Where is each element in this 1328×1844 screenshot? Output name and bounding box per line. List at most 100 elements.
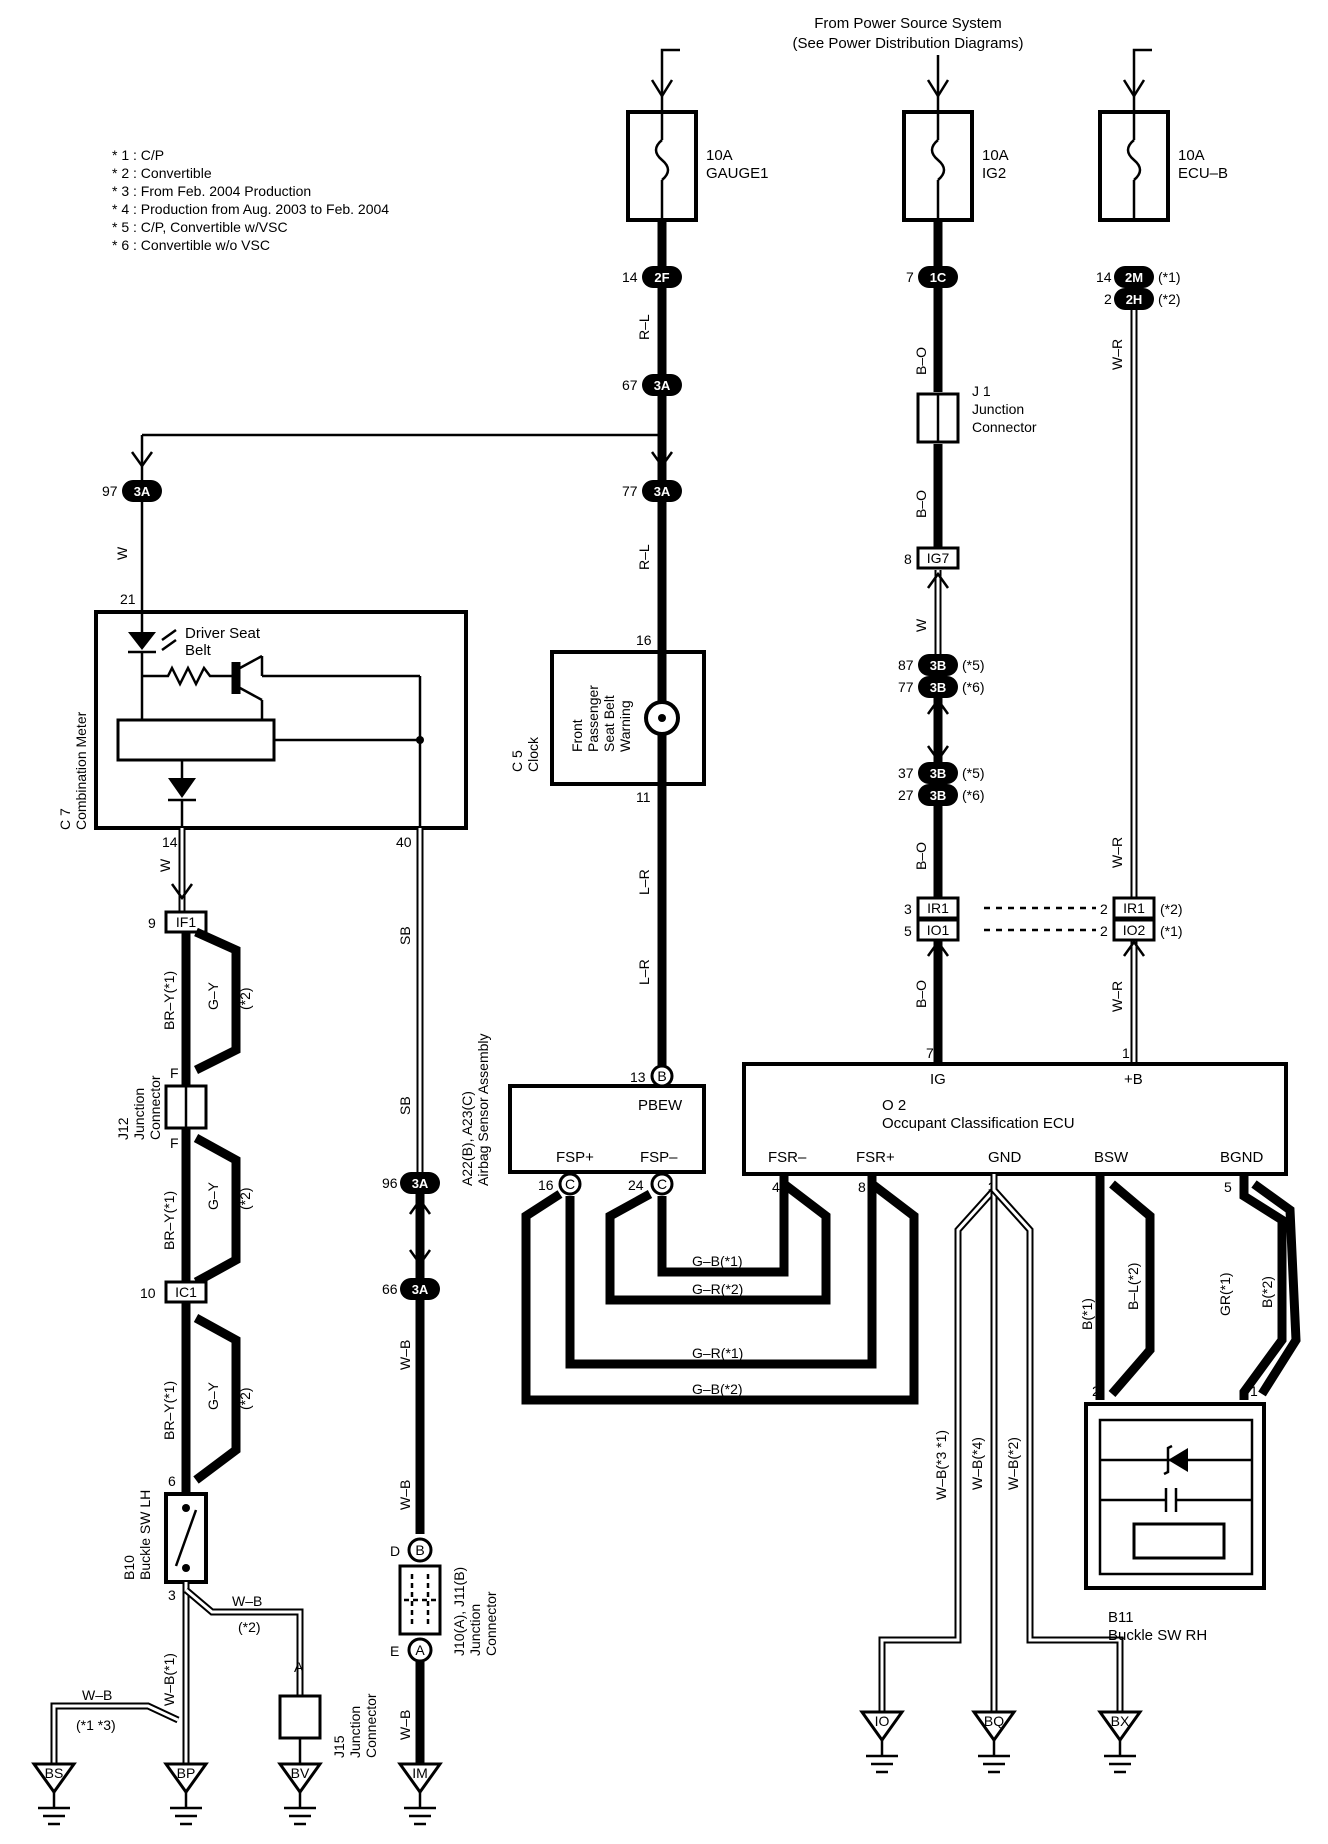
j15-pin-a: A (294, 1659, 304, 1675)
wire-wb2: W–B (397, 1480, 413, 1510)
power-inputs (650, 48, 1152, 110)
wire-bry2: BR–Y(*1) (161, 1191, 177, 1250)
note-1: * 1 : C/P (112, 147, 164, 163)
b11-pin2: 2 (1092, 1383, 1100, 1399)
connector-3b-27-note: (*6) (962, 787, 985, 803)
wire-wb31: W–B(*3 *1) (933, 1430, 949, 1500)
j10-name1: Junction (467, 1604, 483, 1656)
c7-pin40: 40 (396, 834, 412, 850)
connector-3a-66: 66 3A (382, 1278, 440, 1300)
connector-ir1-a: 3 IR1 (904, 896, 960, 920)
wire-rl2: R–L (636, 544, 652, 570)
fuse-ecub-name: ECU–B (1178, 165, 1228, 182)
connector-3b-27-pin: 27 (898, 787, 914, 803)
note-5: * 5 : C/P, Convertible w/VSC (112, 219, 288, 235)
wire-sb1: SB (397, 926, 413, 945)
connector-3a-77: 77 3A (622, 480, 682, 502)
circuit-bry-gy-3: BR–Y(*1) G–Y (*2) (161, 1302, 253, 1492)
c7-name: Combination Meter (73, 711, 89, 830)
wire-wb7: (*2) (238, 1619, 261, 1635)
b10-pin6: 6 (168, 1473, 176, 1489)
wire-lr2: L–R (636, 959, 652, 985)
component-c5-clock: Front Passenger Seat Belt Warning C 5 Cl… (509, 632, 706, 805)
fuse-ecub: 10A ECU–B (1098, 110, 1228, 222)
connector-2f-label: 2F (654, 270, 669, 285)
connector-3b-77-pin: 77 (898, 679, 914, 695)
wire-b2: B(*2) (1259, 1276, 1275, 1308)
c5-text2: Passenger (585, 685, 601, 752)
wire-w1: W (114, 546, 130, 560)
wire-gb1: G–B(*1) (692, 1253, 743, 1269)
component-b10-buckle-sw-lh: 6 B10 Buckle SW LH 3 (121, 1473, 208, 1603)
connector-3a-66-label: 3A (412, 1282, 429, 1297)
wire-n2b: (*2) (237, 1187, 253, 1210)
ground-io: IO (859, 1710, 905, 1774)
wire-n2c: (*2) (237, 1387, 253, 1410)
b10-pin3: 3 (168, 1587, 176, 1603)
wire-bo3: B–O (913, 842, 929, 870)
component-j15: A J15 Junction Connector (278, 1659, 379, 1764)
connector-2h-note: (*2) (1158, 291, 1181, 307)
a22-pin16: 16 (538, 1177, 554, 1193)
ground-bp: BP (163, 1762, 209, 1826)
b11-id: B11 (1108, 1609, 1134, 1626)
j12-name1: Junction (131, 1088, 147, 1140)
c7-lamp-line1: Driver Seat (185, 625, 261, 642)
connector-io2-pin: 2 (1100, 923, 1108, 939)
note-2: * 2 : Convertible (112, 165, 212, 181)
o2-pin8: 8 (858, 1179, 866, 1195)
connector-3b-77-label: 3B (930, 680, 947, 695)
wire-wb4: W–B (82, 1687, 112, 1703)
fuse-gauge1-amp: 10A (706, 147, 733, 164)
wire-gy1: G–Y (205, 981, 221, 1010)
wire-wb1: W–B (397, 1340, 413, 1370)
fuse-ig2: 10A IG2 (902, 110, 1009, 222)
b10-name: Buckle SW LH (137, 1490, 153, 1580)
wire-bo1: B–O (913, 347, 929, 375)
circuit-sensor-loops: G–B(*1) G–R(*2) G–R(*1) G–B(*2) (521, 1174, 919, 1405)
o2-bgnd: BGND (1220, 1149, 1264, 1166)
c5-pin11: 11 (636, 789, 651, 805)
connector-3b-87-note: (*5) (962, 657, 985, 673)
connector-3b-77-note: (*6) (962, 679, 985, 695)
o2-bsw: BSW (1094, 1149, 1129, 1166)
connector-3b-37-note: (*5) (962, 765, 985, 781)
connector-ir1-a-label: IR1 (927, 900, 949, 916)
ground-im: IM (397, 1762, 443, 1826)
wire-wb44: W–B(*4) (969, 1437, 985, 1490)
wire-wr3: W–R (1109, 981, 1125, 1012)
connector-io1-label: IO1 (927, 922, 950, 938)
circuit-c7-w: W (157, 828, 194, 912)
component-a22-a23-airbag-sensor: 13 B PBEW FSP+ FSP– A22(B), A23(C) Airba… (459, 1033, 706, 1196)
ground-bq: BQ (971, 1710, 1017, 1774)
connector-3b-27: 27 3B (*6) (898, 784, 985, 806)
circuit-b11: B(*1) B–L(*2) GR(*1) B(*2) (1079, 1174, 1301, 1400)
connector-ir1-a-pin: 3 (904, 901, 912, 917)
o2-pin1: 1 (1122, 1045, 1130, 1061)
connector-3a-97-pin: 97 (102, 483, 118, 499)
fuse-ig2-amp: 10A (982, 147, 1009, 164)
j10-pin-d: D (390, 1543, 400, 1559)
j1-name2: Connector (972, 419, 1037, 435)
circuit-gauge1: R–L R–L L–R L–R (130, 220, 674, 1072)
fuse-ig2-name: IG2 (982, 165, 1006, 182)
connector-ir1-b-label: IR1 (1123, 900, 1145, 916)
connector-ir1-b-note: (*2) (1160, 901, 1183, 917)
component-j12: F F J12 Junction Connector (115, 1065, 208, 1151)
connector-ig7-label: IG7 (927, 550, 950, 566)
circuit-sb: SB SB W–B W–B W–B (397, 828, 432, 1764)
connector-if1-label: IF1 (176, 914, 196, 930)
connector-2m-pin: 14 (1096, 269, 1112, 285)
wire-b1: B(*1) (1079, 1298, 1095, 1330)
connector-if1: 9 IF1 (148, 910, 208, 934)
connector-2m-label: 2M (1125, 270, 1143, 285)
connector-3b-37-pin: 37 (898, 765, 914, 781)
ground-im-label: IM (412, 1765, 428, 1781)
j12-pin-f2: F (170, 1135, 179, 1151)
connector-1c-label: 1C (930, 270, 947, 285)
connector-ig7: 8 IG7 (904, 546, 960, 570)
wire-bo4: B–O (913, 980, 929, 1008)
ground-bq-label: BQ (984, 1713, 1004, 1729)
a22-id: A22(B), A23(C) (459, 1091, 475, 1186)
